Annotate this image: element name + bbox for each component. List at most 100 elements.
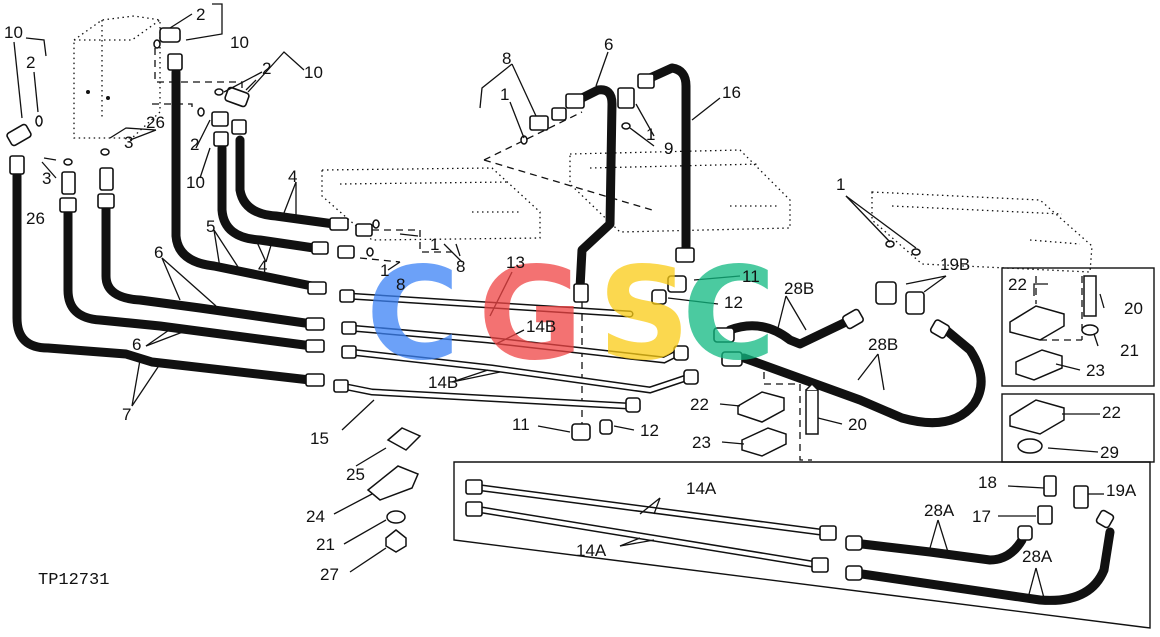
callout-label: 8 [456,257,465,276]
callout-label: 21 [1120,341,1139,360]
hose-5 [171,67,317,291]
callout-label: 22 [690,395,709,414]
callout-label: 25 [346,465,365,484]
callout-label: 2 [190,135,199,154]
callout-label: 28B [784,279,814,298]
tube-15 [338,382,632,410]
callout-label: 3 [124,133,133,152]
callout-label: 1 [500,85,509,104]
callout-label: 19B [940,255,970,274]
callout-label: 14A [576,541,607,560]
callout-label: 14A [686,479,717,498]
inset-frame [453,461,1151,629]
callout-label: 17 [972,507,991,526]
hose-6-lower [63,205,317,351]
callout-label: 22 [1102,403,1121,422]
callout-label: 1 [646,125,655,144]
lift-cylinder-left [321,167,541,241]
clamp-box-upper [1001,267,1155,387]
callout-label: 10 [230,33,249,52]
leader-lines [13,3,1105,599]
callout-label: 22 [1008,275,1027,294]
callout-label: 10 [4,23,23,42]
lift-cylinder-right [871,191,1093,273]
callout-label: 1 [380,261,389,280]
callout-label: 4 [258,257,267,276]
inset-fittings [1037,475,1089,525]
callout-label: 8 [396,275,405,294]
callout-label: 16 [722,83,741,102]
callout-label: 23 [1086,361,1105,380]
callout-label: 28A [924,501,955,520]
tube-14b-upper [346,324,684,364]
lift-cylinder-center [569,149,791,233]
figure-id: TP12731 [38,571,109,590]
callout-label: 9 [664,139,673,158]
clamp-parts-stack [366,427,422,553]
callout-label: 11 [742,267,760,286]
watermark-letter: C [366,240,460,389]
o-rings [35,39,921,257]
hose-7 [12,169,315,385]
callout-label: 2 [196,5,205,24]
callout-label: 20 [848,415,867,434]
watermark: C G S C [366,240,776,389]
callout-label: 7 [122,405,131,424]
callout-label: 19A [1106,481,1137,500]
alignment-lines [152,48,1083,461]
clamp-center [737,382,819,457]
callout-label: 29 [1100,443,1119,462]
hose-28a-upper [845,525,1033,565]
clamp-box-lower [1001,393,1155,463]
callout-label: 6 [604,35,613,54]
callout-label: 1 [836,175,845,194]
callout-label: 8 [502,49,511,68]
hose-4-upper [235,135,339,229]
tube-13 [344,292,634,318]
watermark-letter: C [682,240,776,389]
watermark-letter: S [598,240,690,389]
callout-label: 28A [1022,547,1053,566]
callout-label: 2 [262,59,271,78]
callout-label: 11 [512,415,530,434]
callout-label: 23 [692,433,711,452]
callout-label: 26 [26,209,45,228]
callout-label: 6 [132,335,141,354]
callout-label: 20 [1124,299,1143,318]
callout-label: 4 [288,167,297,186]
callout-label: 3 [42,169,51,188]
callout-label: 10 [186,173,205,192]
callout-label: 13 [506,253,525,272]
callout-label: 14B [428,373,458,392]
hose-16 [645,63,691,255]
callout-label: 14B [526,317,556,336]
callout-label: 26 [146,113,165,132]
hose-6-top [575,85,617,293]
fittings [6,27,951,441]
callout-label: 1 [430,235,439,254]
watermark-letter: G [478,240,583,389]
callout-label: 5 [206,217,215,236]
callout-label: 12 [640,421,659,440]
hose-28a-lower [845,509,1115,605]
callout-label: 27 [320,565,339,584]
callout-label: 6 [154,243,163,262]
tube-14b-lower [346,348,690,394]
control-valve-block [73,15,161,139]
callout-label: 18 [978,473,997,492]
tube-14a-upper [465,479,837,541]
callout-label: 10 [304,63,323,82]
callout-label: 15 [310,429,329,448]
hose-28b-upper [725,317,851,349]
hose-28b-lower [739,325,986,428]
hose-6-upper [101,203,317,329]
callout-label: 21 [316,535,335,554]
callout-label: 28B [868,335,898,354]
tube-14a-lower [465,501,829,573]
callout-label: 24 [306,507,325,526]
callout-label: 12 [724,293,743,312]
callout-label: 2 [26,53,35,72]
